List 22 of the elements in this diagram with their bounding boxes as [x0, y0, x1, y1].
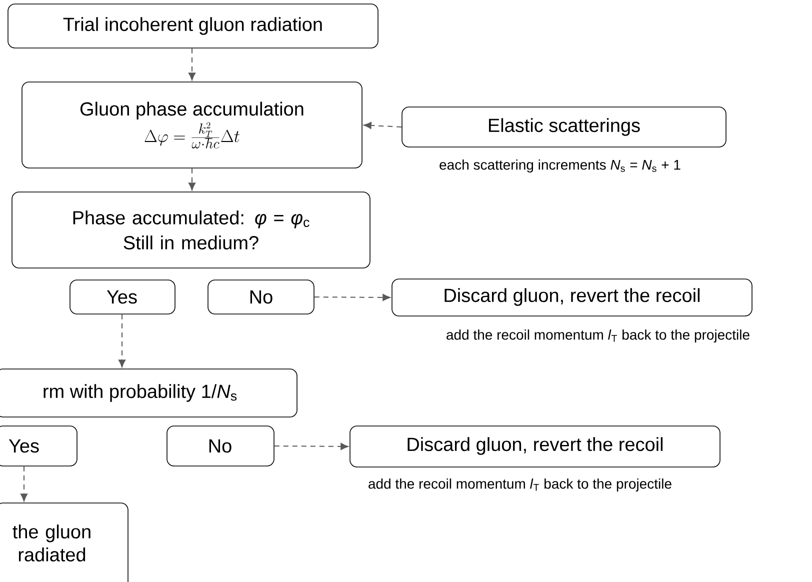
node-label: add the recoil momentum l$_{T}$ back to the projectile [446, 329, 750, 343]
process-box: Discard gluon, revert the recoil [392, 278, 752, 316]
arrow [188, 48, 196, 80]
process-box: Elastic scatterings [402, 106, 726, 148]
arrow [118, 314, 126, 368]
process-box: No [166, 426, 274, 466]
process-box: Gluon phase accumulation $\Delta\varphi = \frac{k_T^2}{\omega\cdot\hbar c}\Delta t$ [22, 82, 362, 168]
process-box: Phase accumulated: φ = φ$_{c}$ Still in medium? [12, 192, 370, 268]
process-box: rm with probability 1/N$_{s}$ [0, 368, 298, 418]
arrow [188, 168, 196, 190]
arrow [364, 122, 402, 129]
process-box: Yes [70, 280, 176, 314]
process-box: Yes [0, 426, 78, 466]
arrow [20, 466, 28, 502]
node-label: each scattering increments N$_{s}$ = N$_{s}$ + 1 [440, 159, 680, 173]
process-box: No [208, 280, 314, 314]
process-box: Discard gluon, revert the recoil [350, 426, 720, 468]
arrow [274, 442, 348, 450]
node-label: add the recoil momentum l$_{T}$ back to the projectile [368, 478, 672, 492]
process-box: the gluon radiated [0, 502, 128, 582]
arrow [314, 294, 390, 301]
process-box: Trial incoherent gluon radiation [8, 4, 378, 48]
